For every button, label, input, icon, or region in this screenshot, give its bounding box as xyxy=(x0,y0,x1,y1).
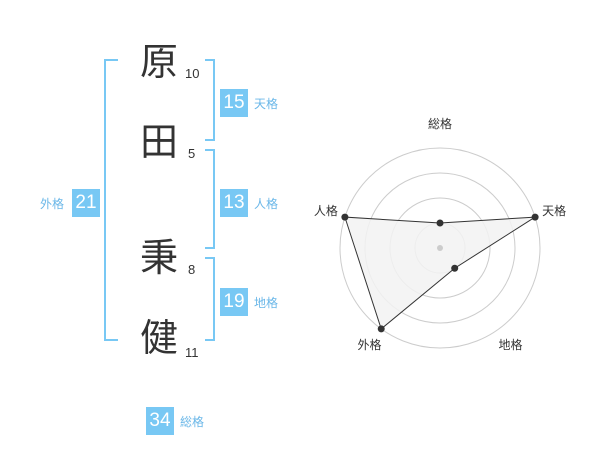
jinkaku-bracket xyxy=(205,149,215,249)
gaikaku-label: 外格 xyxy=(40,197,65,211)
tenkaku-value: 15 xyxy=(220,89,248,117)
stroke-count-3: 8 xyxy=(188,262,196,277)
jinkaku-label: 人格 xyxy=(254,197,279,211)
chikaku-bracket xyxy=(205,257,215,341)
name-char-1: 原 xyxy=(140,40,179,84)
radar-axis-label-1: 総格 xyxy=(428,116,452,131)
radar-axis-label-2: 天格 xyxy=(542,203,566,218)
stroke-count-4: 11 xyxy=(185,345,199,360)
chikaku-value: 19 xyxy=(220,288,248,316)
radar-area xyxy=(344,216,536,330)
chikaku-label: 地格 xyxy=(254,296,279,310)
radar-point-2 xyxy=(531,213,539,221)
soukaku-label: 総格 xyxy=(180,415,205,429)
stroke-count-2: 5 xyxy=(188,146,196,161)
name-char-4: 健 xyxy=(140,316,179,360)
radar-point-3 xyxy=(451,264,459,272)
jinkaku-value: 13 xyxy=(220,189,248,217)
radar-ring-4 xyxy=(339,147,541,349)
gaikaku-value: 21 xyxy=(72,189,100,217)
radar-axis-label-5: 人格 xyxy=(314,203,338,218)
gaikaku-bracket xyxy=(104,59,118,341)
radar-point-5 xyxy=(341,213,349,221)
name-char-2: 田 xyxy=(140,120,179,164)
name-char-3: 秉 xyxy=(140,236,179,280)
radar-axis-label-3: 地格 xyxy=(499,337,523,352)
radar-point-1 xyxy=(436,219,444,227)
soukaku-value: 34 xyxy=(146,407,174,435)
radar-axis-label-4: 外格 xyxy=(357,337,381,352)
radar-center xyxy=(437,245,443,251)
tenkaku-label: 天格 xyxy=(254,97,279,111)
stroke-count-1: 10 xyxy=(185,66,200,81)
radar-point-4 xyxy=(377,325,385,333)
tenkaku-bracket xyxy=(205,59,215,141)
